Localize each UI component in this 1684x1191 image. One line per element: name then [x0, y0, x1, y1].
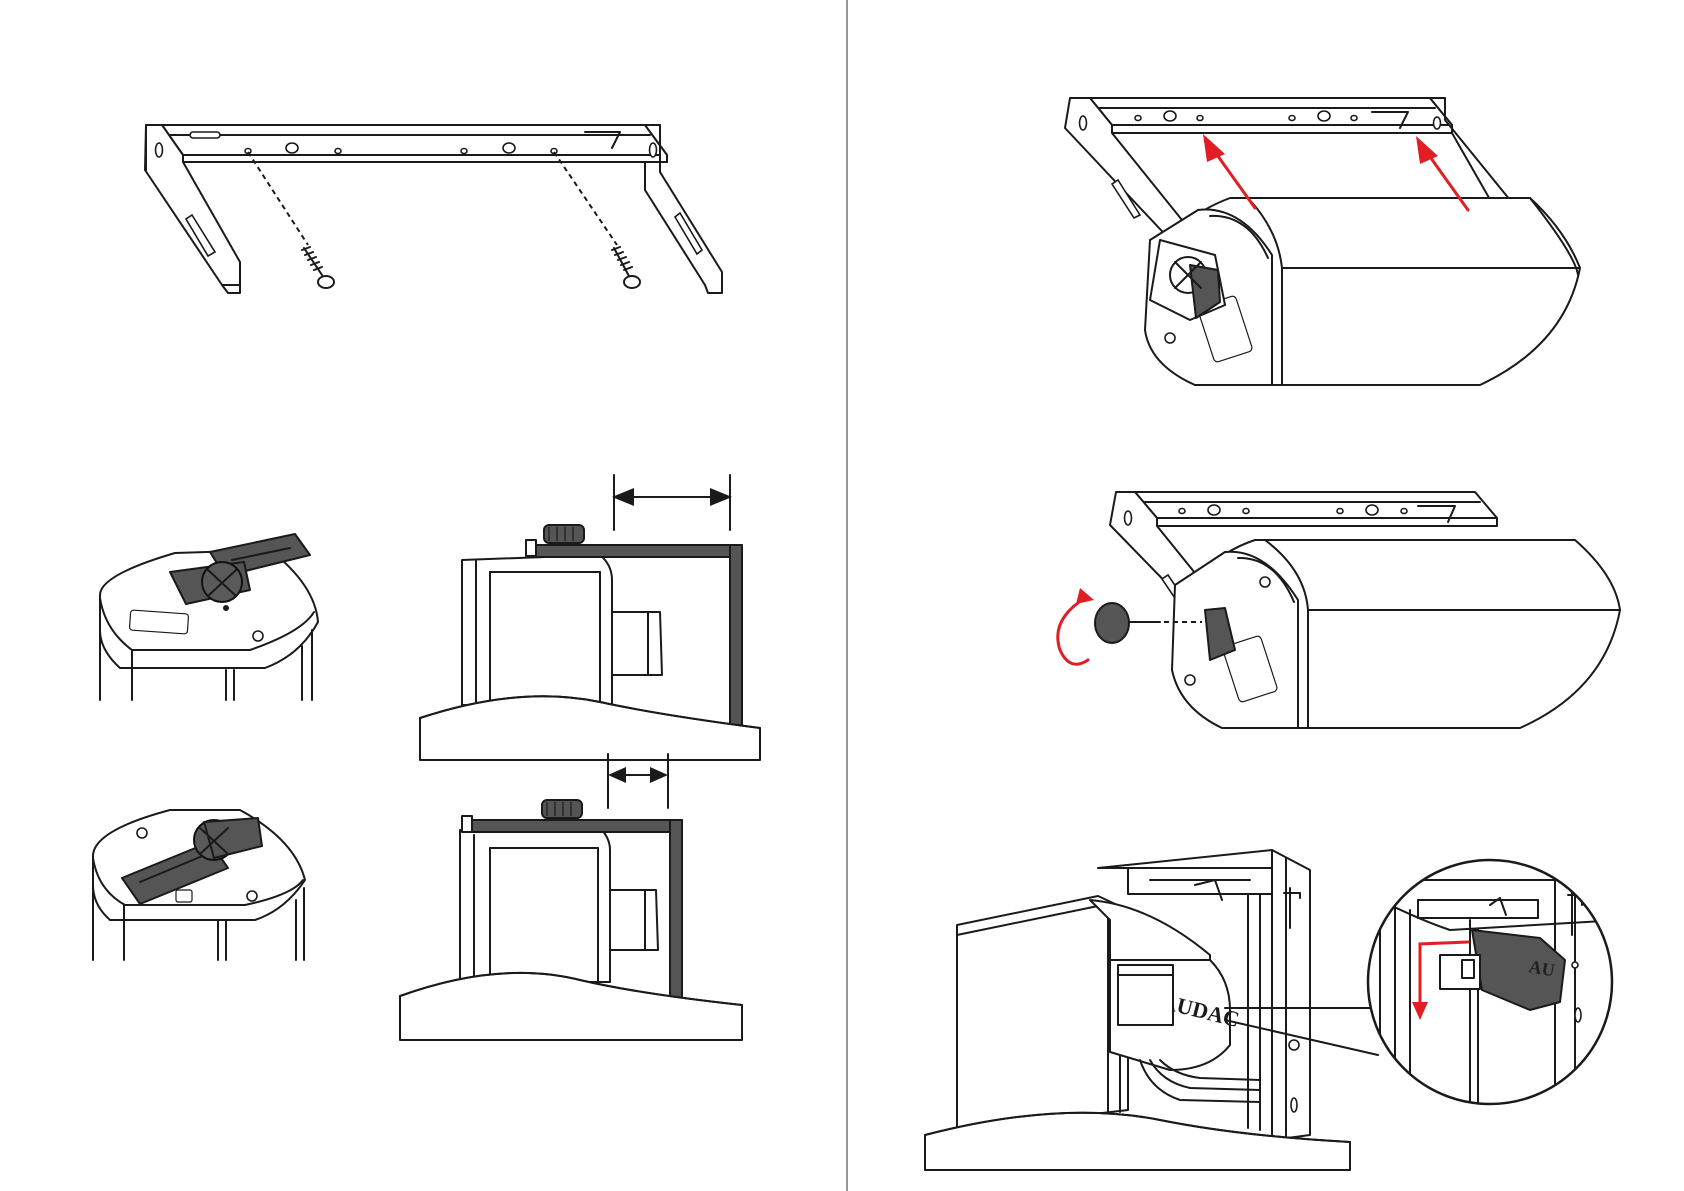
detail-magnifier: AU [1368, 860, 1620, 1120]
side-view-narrow [400, 754, 742, 1040]
screw-left [302, 247, 334, 288]
u-bracket-figure [145, 125, 722, 293]
speaker-top-slide-upper [100, 534, 318, 700]
bracket-plate-top [162, 125, 667, 155]
slot [190, 132, 220, 138]
knob-tighten-figure [1058, 492, 1620, 728]
speaker-top-slide-lower [93, 810, 305, 960]
screw-right [612, 247, 640, 288]
mounted-speaker-figure: AUDAC [925, 850, 1378, 1170]
side-view-wide [420, 475, 760, 760]
speaker-insert-figure [1065, 98, 1580, 385]
rotate-arrow [1058, 588, 1094, 664]
